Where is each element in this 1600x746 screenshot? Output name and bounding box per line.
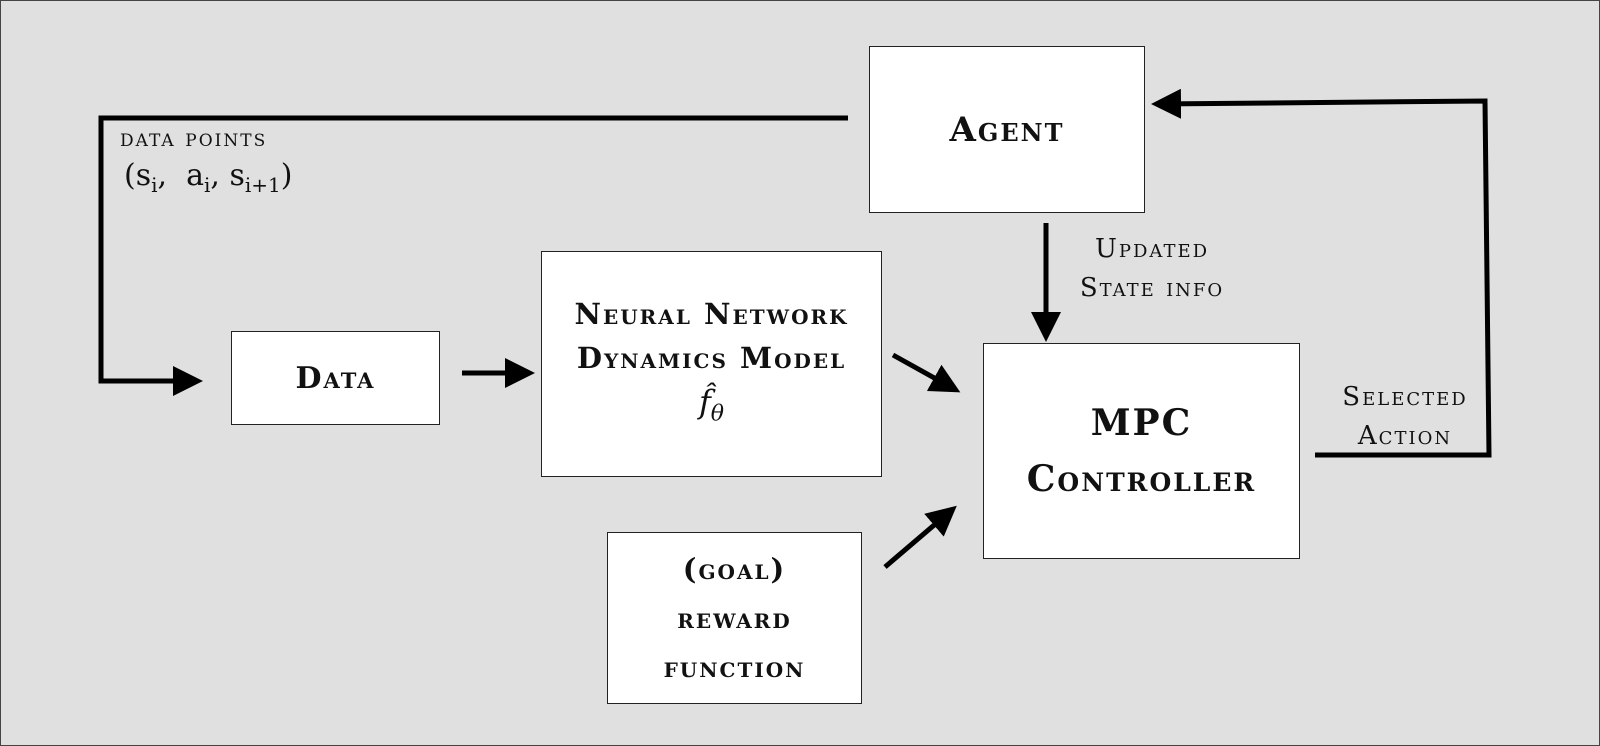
dynamics-model-label-line2: Dynamics Model bbox=[576, 340, 847, 375]
mpc-to-agent-arrow bbox=[1151, 88, 1492, 458]
tuple-sub-s: i bbox=[151, 173, 158, 197]
reward-label-line3: function bbox=[663, 649, 806, 684]
dynamics-model-symbol: f̂θ bbox=[699, 380, 724, 436]
updated-state-line2: State info bbox=[1079, 273, 1225, 303]
selected-action-line2: Action bbox=[1357, 421, 1453, 451]
tuple-sub-next: i+1 bbox=[244, 173, 281, 197]
reward-to-mpc-arrow bbox=[883, 505, 957, 569]
updated-state-label: Updated State info bbox=[1062, 230, 1242, 308]
data-label: Data bbox=[295, 360, 376, 396]
agent-label: Agent bbox=[949, 109, 1065, 150]
mpc-label-line1: MPC bbox=[1090, 402, 1193, 444]
reward-function-box: (goal) reward function bbox=[607, 532, 862, 704]
data-box: Data bbox=[231, 331, 440, 425]
tuple-close: ) bbox=[280, 158, 293, 193]
reward-label-line1: (goal) bbox=[682, 551, 787, 586]
dynamics-model-label-line1: Neural Network bbox=[574, 296, 849, 331]
tuple-open: (s bbox=[124, 158, 152, 193]
agent-box: Agent bbox=[869, 46, 1145, 213]
reward-label-line2: reward bbox=[677, 600, 792, 635]
mpc-label-line2: Controller bbox=[1026, 458, 1257, 500]
tuple-label: (si, ai, si+1) bbox=[124, 158, 293, 197]
tuple-a: , a bbox=[157, 158, 205, 193]
selected-action-line1: Selected bbox=[1342, 382, 1468, 412]
mpc-controller-box: MPC Controller bbox=[983, 343, 1300, 559]
data-points-label: data points bbox=[120, 124, 268, 152]
updated-state-line1: Updated bbox=[1094, 234, 1210, 264]
tuple-s-next: , s bbox=[210, 158, 245, 193]
f-hat-symbol: f̂ bbox=[698, 382, 711, 421]
model-to-mpc-arrow bbox=[891, 352, 961, 393]
agent-to-data-arrow bbox=[98, 115, 848, 396]
tuple-sub-a: i bbox=[204, 173, 211, 197]
selected-action-label: Selected Action bbox=[1322, 378, 1488, 456]
dynamics-model-box: Neural Network Dynamics Model f̂θ bbox=[541, 251, 882, 477]
theta-subscript: θ bbox=[710, 401, 725, 427]
